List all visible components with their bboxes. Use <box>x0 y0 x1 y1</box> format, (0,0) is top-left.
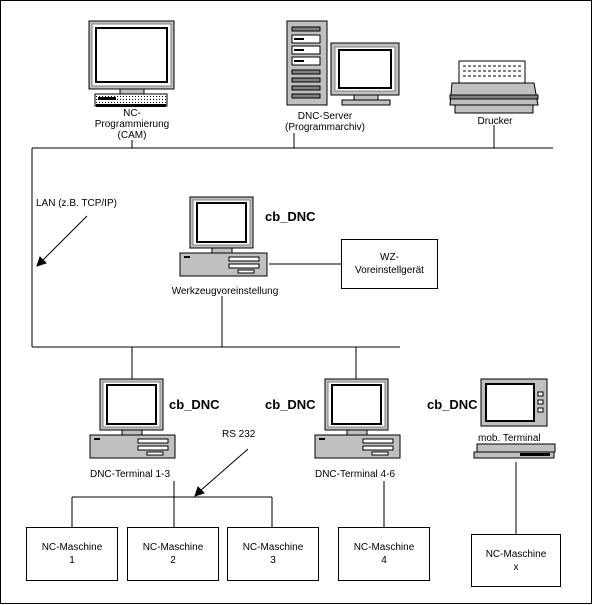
machine-4-line2: 4 <box>381 555 387 566</box>
machine-x-line1: NC-Maschine <box>485 548 547 560</box>
printer-label: Drucker <box>477 116 513 127</box>
nc-machine-1: NC-Maschine 1 <box>26 527 118 581</box>
nc-machine-4: NC-Maschine 4 <box>338 527 430 581</box>
machine-x-line2: x <box>513 561 519 573</box>
tool-device-line2: Voreinstellgerät <box>355 265 424 276</box>
rs232-label: RS 232 <box>222 429 256 440</box>
terminal1-pc-icon <box>89 378 176 459</box>
server-label-line1: DNC-Server <box>297 111 353 122</box>
machine-1-line1: NC-Maschine <box>41 542 103 553</box>
terminal1-brand: cb_DNC <box>169 397 220 412</box>
mobile-terminal-label: mob. Terminal <box>478 433 541 444</box>
mobile-terminal-icon <box>473 378 556 459</box>
nc-machine-3: NC-Maschine 3 <box>227 527 319 581</box>
server-label: DNC-Server (Programmarchiv) <box>270 111 380 133</box>
machine-4-line1: NC-Maschine <box>353 542 415 553</box>
server-icon <box>286 20 400 106</box>
presetting-label: Werkzeugvoreinstellung <box>171 286 279 297</box>
cam-workstation-icon <box>88 20 175 107</box>
machine-3-line2: 3 <box>270 555 276 566</box>
tool-device-line1: WZ- <box>380 252 399 263</box>
machine-3-line1: NC-Maschine <box>242 542 304 553</box>
machine-2-line1: NC-Maschine <box>142 542 204 553</box>
nc-machine-x: NC-Maschine x <box>471 534 561 587</box>
terminal2-pc-icon <box>314 378 401 459</box>
nc-machine-2: NC-Maschine 2 <box>127 527 219 581</box>
lan-arrow <box>36 215 88 267</box>
cam-label-line3: (CAM) <box>117 130 147 141</box>
presetting-brand: cb_DNC <box>265 209 316 224</box>
tool-presetting-device-box: WZ- Voreinstellgerät <box>341 239 438 289</box>
cam-label: NC- Programmierung (CAM) <box>82 108 182 141</box>
terminal1-label: DNC-Terminal 1-3 <box>89 469 170 480</box>
mobile-brand: cb_DNC <box>427 397 478 412</box>
middle-brand: cb_DNC <box>265 397 316 412</box>
presetting-pc-icon <box>179 196 268 277</box>
lan-label: LAN (z.B. TCP/IP) <box>36 198 117 209</box>
terminal2-label: DNC-Terminal 4-6 <box>314 469 395 480</box>
machine-1-line2: 1 <box>69 555 75 566</box>
connection-lines <box>31 125 553 534</box>
machine-2-line2: 2 <box>170 555 176 566</box>
server-label-line2: (Programmarchiv) <box>284 122 365 133</box>
printer-icon <box>449 60 539 114</box>
cam-label-line1: NC- <box>123 108 141 119</box>
cam-label-line2: Programmierung <box>94 119 170 130</box>
rs232-arrow <box>194 448 249 497</box>
